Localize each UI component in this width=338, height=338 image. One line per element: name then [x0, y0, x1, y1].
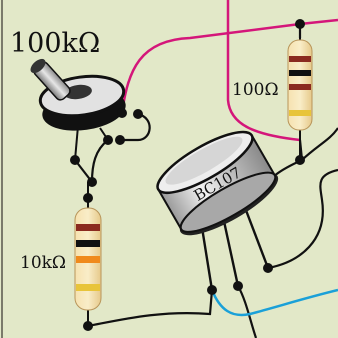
potentiometer-label: 100kΩ: [10, 28, 100, 59]
color-band: [76, 240, 100, 247]
black-wire-collector-out: [267, 168, 338, 270]
junction-dot: [263, 263, 273, 273]
magenta-wire-right: [299, 18, 338, 26]
magenta-wire-feed: [226, 0, 301, 142]
color-band: [289, 110, 311, 116]
blue-wire: [210, 288, 338, 317]
color-band: [289, 70, 311, 76]
resistor-bottom-label: 10kΩ: [20, 253, 66, 273]
junction-dot: [207, 285, 217, 295]
color-band: [289, 56, 311, 62]
junction-dot: [103, 135, 113, 145]
color-band: [289, 84, 311, 90]
junction-dot: [115, 135, 125, 145]
resistor-100-ohm: [287, 39, 313, 131]
resistor-top-label: 100Ω: [232, 80, 279, 100]
pot-knob-tip: [30, 58, 46, 74]
resistor-10k-ohm: [74, 207, 102, 311]
color-band: [76, 256, 100, 263]
junction-dot: [70, 155, 80, 165]
black-wire-bottom: [87, 289, 214, 328]
junction-dot: [117, 108, 127, 118]
junction-dot: [295, 19, 305, 29]
potentiometer-icon: [30, 58, 126, 161]
to18-transistor-icon: BC107: [156, 130, 279, 291]
color-band: [76, 224, 100, 231]
junctions: [70, 19, 305, 331]
magenta-wire-pot-to-top: [120, 22, 301, 114]
junction-dot: [233, 281, 243, 291]
transistor-lead-collector: [242, 204, 270, 269]
pot-shaft-hole: [64, 84, 92, 100]
color-band: [76, 284, 100, 291]
junction-dot: [133, 109, 143, 119]
junction-dot: [87, 177, 97, 187]
black-wire-right: [301, 127, 338, 161]
junction-dot: [83, 193, 93, 203]
transistor-can-top-inner: [165, 136, 243, 185]
junction-dot: [295, 155, 305, 165]
pot-lead: [74, 125, 79, 161]
junction-dot: [83, 321, 93, 331]
transistor-can-bottom: [179, 171, 277, 233]
